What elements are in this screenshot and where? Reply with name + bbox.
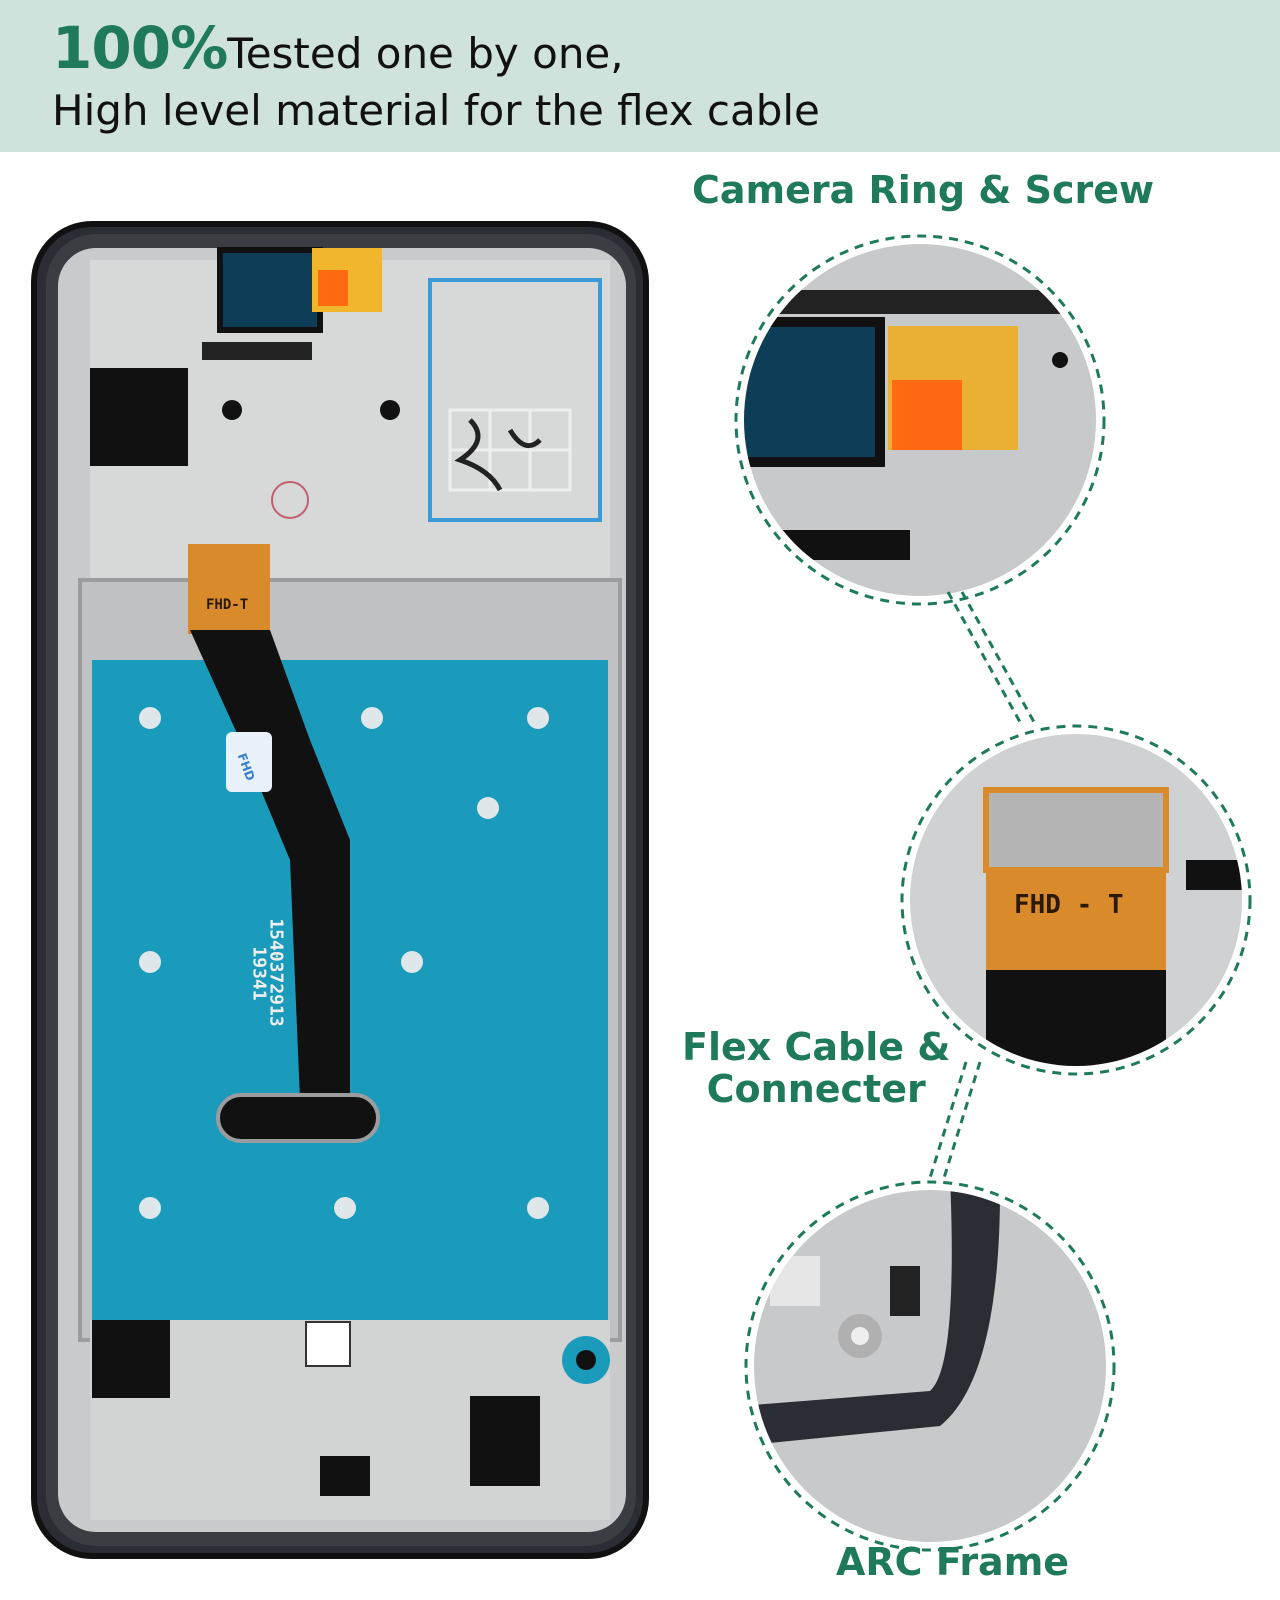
- zoom-camera: [734, 234, 1106, 606]
- banner-subline: High level material for the flex cable: [52, 86, 820, 135]
- banner-headline-rest: Tested one by one,: [227, 29, 624, 78]
- phone-cable-label: FHD-T: [206, 597, 249, 613]
- zoom-flex-cable: [900, 724, 1252, 1076]
- banner-headline: 100%Tested one by one,: [52, 14, 624, 82]
- header-banner: 100%Tested one by one, High level materi…: [0, 0, 1280, 152]
- callout-camera-label: Camera Ring & Screw: [692, 168, 1155, 212]
- banner-percent: 100%: [52, 14, 228, 82]
- callout-arc-label: ARC Frame: [836, 1540, 1070, 1584]
- zoom-cable-label: FHD - T: [1014, 890, 1124, 920]
- callout-flex-label: Flex Cable & Connecter: [682, 1026, 950, 1110]
- callout-flex-line2: Connecter: [706, 1067, 926, 1111]
- zoom-arc-frame: [744, 1180, 1116, 1552]
- phone-frame-image: [31, 221, 649, 1559]
- callout-flex-line1: Flex Cable &: [682, 1025, 951, 1069]
